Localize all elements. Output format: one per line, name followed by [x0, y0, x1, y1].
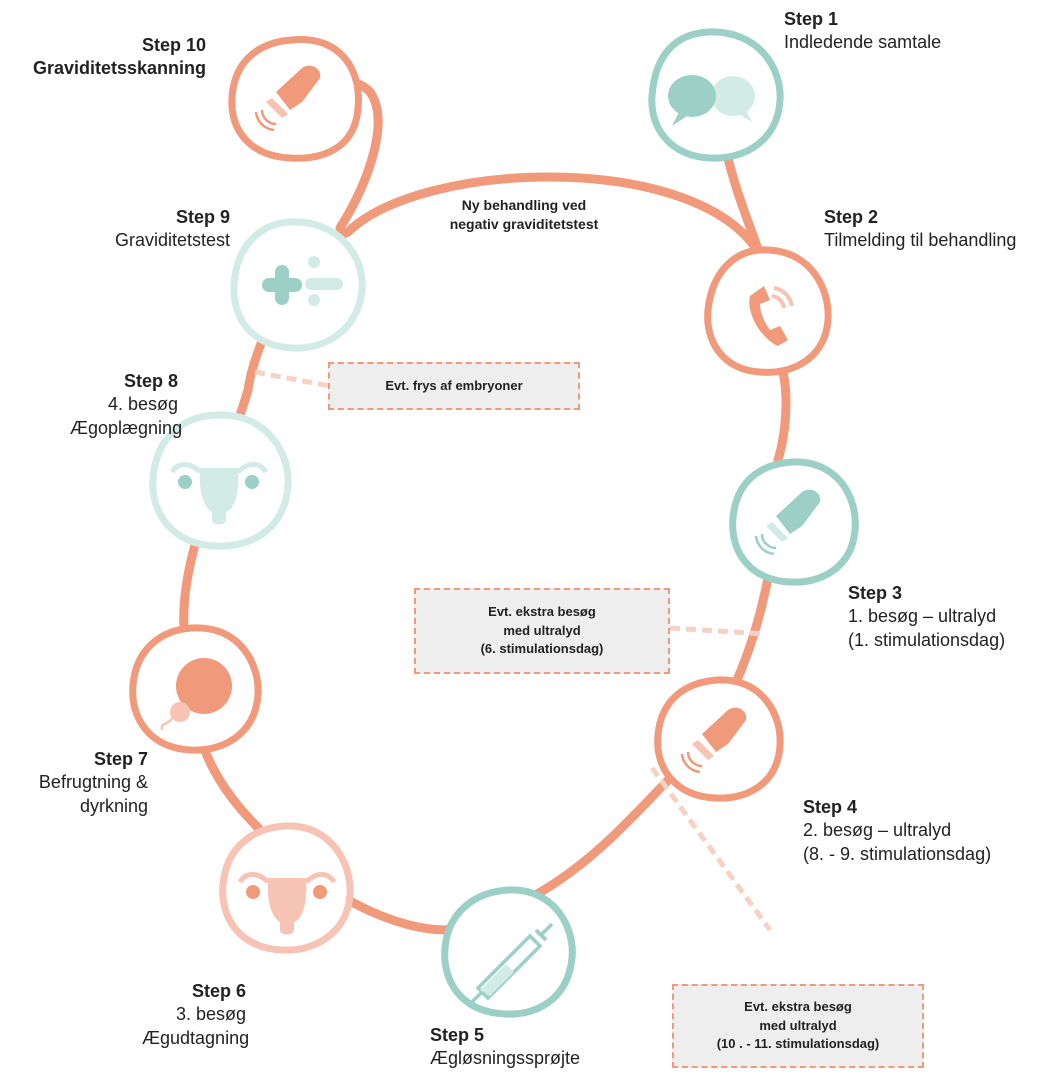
step-title: Step 8	[123, 371, 178, 391]
step-description: 3. besøg Ægudtagning	[142, 1004, 250, 1048]
ultrasound-probe-icon	[254, 65, 321, 132]
step1-node	[648, 28, 784, 162]
step8-node	[149, 411, 292, 550]
step-description: Graviditetsskanning	[32, 58, 206, 79]
step-description: Ægløsningssprøjte	[430, 1048, 581, 1069]
step2-label: Step 2 Tilmelding til behandling	[824, 206, 1016, 253]
step-title: Step 10	[141, 35, 206, 55]
loop-caption: Ny behandling ved negativ graviditetstes…	[449, 197, 599, 232]
step4-node	[654, 676, 784, 802]
callout-line-step8	[254, 369, 331, 389]
step3-label: Step 3 1. besøg – ultralyd (1. stimulati…	[848, 582, 1005, 652]
plus-minus-icon	[262, 256, 343, 306]
step-description: Graviditetstest	[114, 230, 230, 251]
step7-node	[129, 624, 262, 754]
note-freeze-embryos: Evt. frys af embryoner	[328, 362, 580, 410]
step9-label: Step 9 Graviditetstest	[70, 206, 230, 253]
phone-icon	[749, 286, 794, 346]
uterus-icon	[237, 872, 337, 935]
egg-sperm-icon	[160, 658, 232, 731]
step-title: Step 3	[848, 583, 903, 603]
step-title: Step 1	[784, 9, 839, 29]
ultrasound-probe-icon	[754, 489, 821, 556]
step-description: 2. besøg – ultralyd (8. - 9. stimulation…	[803, 820, 992, 864]
step5-node	[441, 886, 576, 1018]
step3-node	[729, 458, 859, 586]
callout-line-step4	[649, 766, 773, 932]
uterus-icon	[169, 462, 269, 525]
note-extra-visit-6: Evt. ekstra besøg med ultralyd (6. stimu…	[414, 588, 670, 674]
step-title: Step 5	[430, 1025, 485, 1045]
step2-node	[704, 246, 832, 376]
callout-line-step3	[669, 625, 766, 637]
step10-node	[228, 36, 362, 162]
step-title: Step 7	[93, 749, 148, 769]
step6-label: Step 6 3. besøg Ægudtagning	[142, 980, 250, 1050]
connector-step1-step2	[721, 145, 765, 260]
step-description: Befrugtning & dyrkning	[38, 772, 148, 816]
speech-bubbles-icon	[668, 75, 755, 126]
step-description: Tilmelding til behandling	[824, 230, 1017, 251]
step9-node	[230, 218, 366, 352]
step-title: Step 6	[191, 981, 246, 1001]
ultrasound-probe-icon	[680, 707, 747, 774]
step-title: Step 2	[824, 207, 879, 227]
syringe-icon	[468, 922, 554, 1006]
step4-label: Step 4 2. besøg – ultralyd (8. - 9. stim…	[803, 796, 991, 866]
step10-label: Step 10 Graviditetsskanning	[6, 34, 206, 81]
step-title: Step 9	[175, 207, 230, 227]
cycle-loop-path	[179, 172, 791, 935]
step8-label: Step 8 4. besøg Ægoplægning	[70, 370, 183, 440]
step-title: Step 4	[803, 797, 858, 817]
step-description: Indledende samtale	[784, 32, 942, 53]
step1-label: Step 1 Indledende samtale	[784, 8, 941, 55]
step-description: 4. besøg Ægoplægning	[70, 394, 183, 438]
note-extra-visit-10-11: Evt. ekstra besøg med ultralyd (10 . - 1…	[672, 984, 924, 1068]
step-description: 1. besøg – ultralyd (1. stimulationsdag)	[848, 606, 1006, 650]
step5-label: Step 5 Ægløsningssprøjte	[430, 1024, 580, 1071]
step6-node	[219, 822, 354, 954]
step7-label: Step 7 Befrugtning & dyrkning	[10, 748, 148, 818]
